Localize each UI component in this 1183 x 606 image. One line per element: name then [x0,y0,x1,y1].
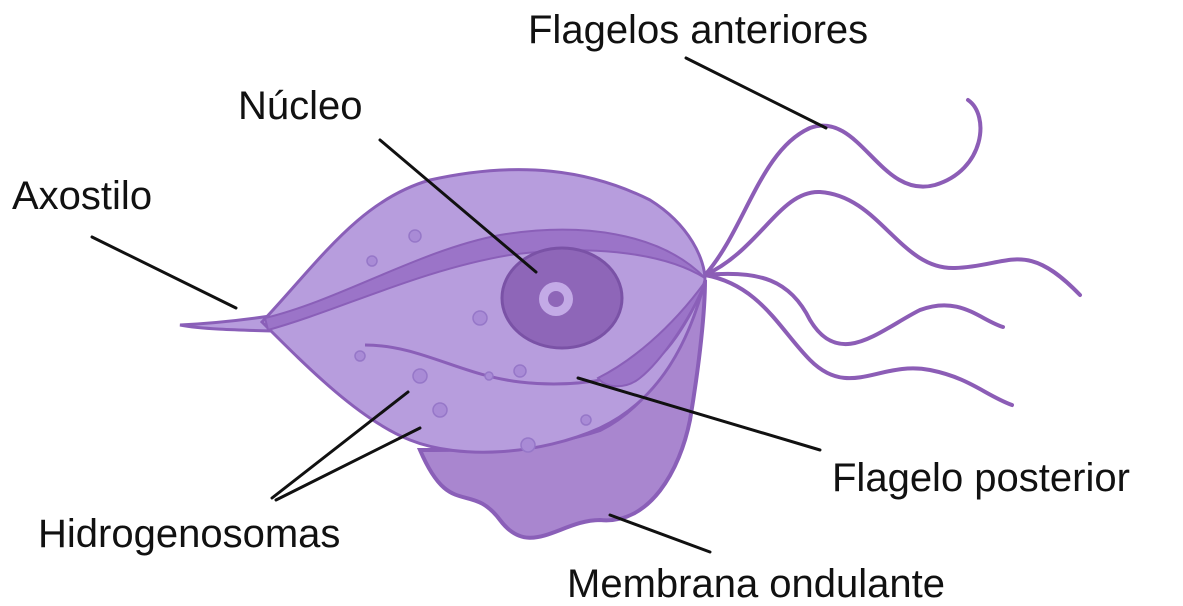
label-membrana-ondulante: Membrana ondulante [567,564,945,604]
label-axostilo: Axostilo [12,176,152,216]
axostyle-tail [180,316,272,331]
leader-membrana-ondulante [610,515,710,552]
anterior-flagella [705,100,1080,405]
anterior-flagellum-1 [705,100,980,275]
leader-axostilo [92,237,236,308]
leader-flagelos-anteriores [686,58,826,128]
label-flagelo-posterior: Flagelo posterior [832,458,1130,498]
anterior-flagellum-4 [705,275,1012,405]
label-flagelos-anteriores: Flagelos anteriores [528,10,868,50]
anterior-flagellum-3 [705,274,1003,344]
label-hidrogenosomas: Hidrogenosomas [38,514,340,554]
label-nucleo: Núcleo [238,86,363,126]
nucleolus-core [548,291,564,307]
